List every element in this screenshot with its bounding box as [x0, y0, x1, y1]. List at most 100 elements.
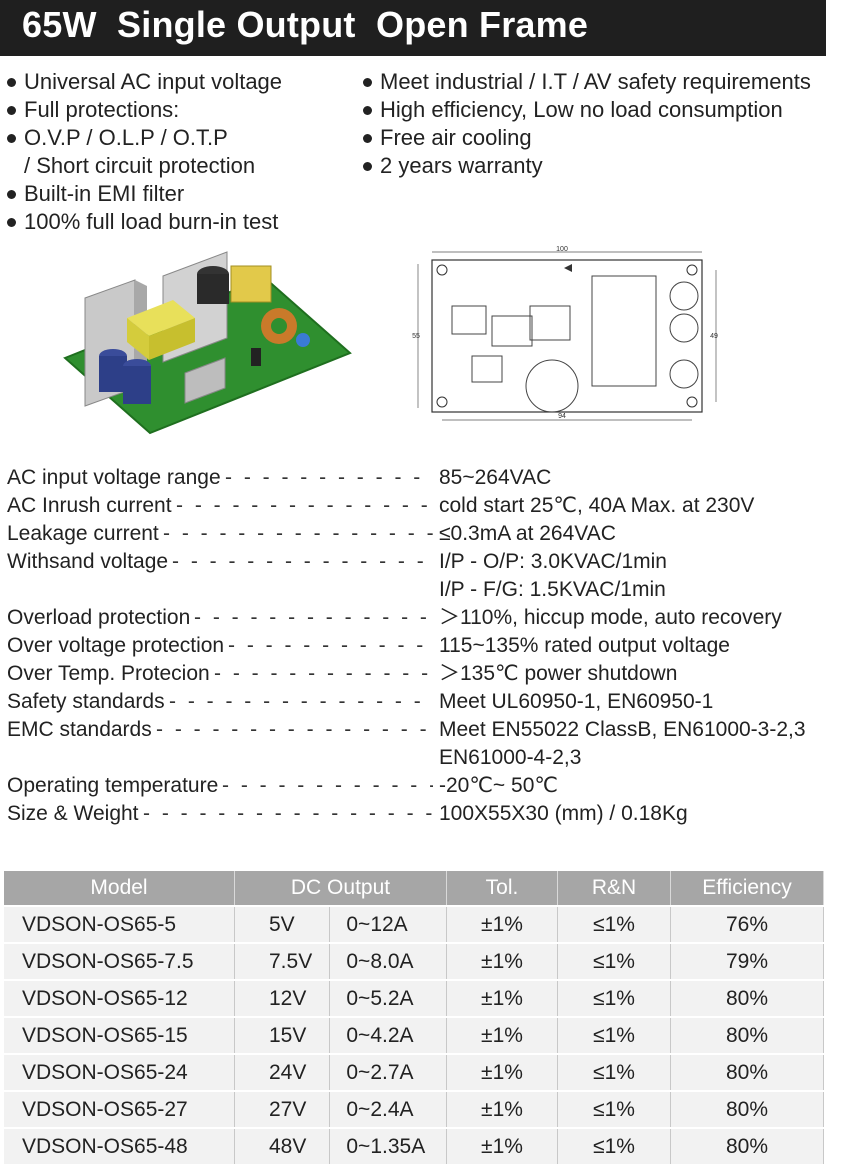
feature-text: High efficiency, Low no load consumption: [380, 97, 783, 122]
feature-text: Meet industrial / I.T / AV safety requir…: [380, 69, 811, 94]
leader-dots: - - - - - - - - - - - - - - - - - - - - …: [172, 550, 433, 573]
spec-value: cold start 25℃, 40A Max. at 230V: [439, 494, 755, 517]
spec-row: Size & Weight- - - - - - - - - - - - - -…: [7, 800, 827, 828]
spec-label: AC input voltage range: [7, 466, 221, 489]
feature-item: / Short circuit protection: [6, 152, 356, 180]
feature-list-right: Meet industrial / I.T / AV safety requir…: [362, 68, 832, 180]
cell-tolerance: ±1%: [446, 942, 558, 980]
cell-voltage: 24V: [234, 1053, 331, 1091]
header-model: Model: [4, 871, 235, 906]
spec-row: Over Temp. Protecion- - - - - - - - - - …: [7, 660, 827, 688]
spec-label: Over Temp. Protecion: [7, 662, 210, 685]
spec-label: Over voltage protection: [7, 634, 225, 657]
feature-item: Universal AC input voltage: [6, 68, 356, 96]
cell-voltage: 7.5V: [234, 942, 331, 980]
bullet-icon: [363, 162, 372, 171]
leader-dots: - - - - - - - - - - - - - - - - - - - - …: [194, 606, 433, 629]
leader-dots: - - - - - - - - - - - - - - - - - - - - …: [228, 634, 433, 657]
feature-text: O.V.P / O.L.P / O.T.P: [24, 125, 228, 150]
spec-value: ＞110%, hiccup mode, auto recovery: [439, 606, 782, 629]
cell-tolerance: ±1%: [446, 1016, 558, 1054]
feature-item: Full protections:: [6, 96, 356, 124]
cell-voltage: 15V: [234, 1016, 331, 1054]
feature-item: Meet industrial / I.T / AV safety requir…: [362, 68, 832, 96]
cell-tolerance: ±1%: [446, 1090, 558, 1128]
cell-tolerance: ±1%: [446, 979, 558, 1017]
spec-row: Overload protection- - - - - - - - - - -…: [7, 604, 827, 632]
cell-current: 0~4.2A: [329, 1016, 447, 1054]
spec-label: Overload protection: [7, 606, 191, 629]
feature-text: Full protections:: [24, 97, 180, 122]
bullet-icon: [7, 190, 16, 199]
cell-tolerance: ±1%: [446, 1053, 558, 1091]
feature-item: High efficiency, Low no load consumption: [362, 96, 832, 124]
leader-dots: - - - - - - - - - - - - - - - - - - - - …: [214, 662, 433, 685]
spec-label: Operating temperature: [7, 774, 219, 797]
bullet-icon: [7, 78, 16, 87]
feature-text: Free air cooling: [380, 125, 532, 150]
cell-ripple-noise: ≤1%: [557, 942, 671, 980]
cell-model: VDSON-OS65-27: [4, 1090, 235, 1128]
title-bar: 65W Single Output Open Frame: [0, 0, 826, 56]
spec-value: ＞135℃ power shutdown: [439, 662, 678, 685]
model-table: Model DC Output Tol. R&N Efficiency VDSO…: [4, 871, 824, 1164]
feature-text: 100% full load burn-in test: [24, 209, 279, 234]
cell-ripple-noise: ≤1%: [557, 1127, 671, 1164]
header-dc-output: DC Output: [234, 871, 447, 906]
bullet-icon: [363, 106, 372, 115]
cell-efficiency: 79%: [670, 942, 824, 980]
bullet-icon: [363, 78, 372, 87]
spec-value: I/P - F/G: 1.5KVAC/1min: [439, 578, 666, 601]
header-efficiency: Efficiency: [670, 871, 824, 906]
cell-efficiency: 80%: [670, 979, 824, 1017]
specifications-list: AC input voltage range - - - - - - - - - …: [7, 464, 827, 828]
dim-bottom: 94: [558, 413, 566, 420]
leader-dots: - - - - - - - - - - - - - - - - - - - - …: [143, 802, 433, 825]
header-tol: Tol.: [446, 871, 558, 906]
cell-model: VDSON-OS65-5: [4, 905, 235, 943]
spec-row: I/P - F/G: 1.5KVAC/1min: [7, 576, 827, 604]
cell-model: VDSON-OS65-15: [4, 1016, 235, 1054]
cell-current: 0~8.0A: [329, 942, 447, 980]
cell-current: 0~2.7A: [329, 1053, 447, 1091]
cell-tolerance: ±1%: [446, 1127, 558, 1164]
spec-value: ≤0.3mA at 264VAC: [439, 522, 616, 545]
page-title: 65W Single Output Open Frame: [22, 4, 589, 45]
leader-dots: - - - - - - - - - - - - - - - - - - - - …: [156, 718, 433, 741]
feature-text: Universal AC input voltage: [24, 69, 283, 94]
bullet-icon: [7, 218, 16, 227]
cell-efficiency: 80%: [670, 1090, 824, 1128]
cell-model: VDSON-OS65-7.5: [4, 942, 235, 980]
feature-item: O.V.P / O.L.P / O.T.P: [6, 124, 356, 152]
cell-model: VDSON-OS65-24: [4, 1053, 235, 1091]
spec-row: AC input voltage range- - - - - - - - - …: [7, 464, 827, 492]
spec-row: EMC standards- - - - - - - - - - - - - -…: [7, 716, 827, 744]
spec-label: Safety standards: [7, 690, 165, 713]
spec-value: Meet EN55022 ClassB, EN61000-3-2,3: [439, 718, 806, 741]
cell-efficiency: 80%: [670, 1053, 824, 1091]
cell-current: 0~2.4A: [329, 1090, 447, 1128]
spec-label: Size & Weight: [7, 802, 139, 825]
bullet-icon: [7, 106, 16, 115]
leader-dots: - - - - - - - - - - - - - - - - - - - - …: [176, 494, 433, 517]
dim-top: 100: [556, 246, 568, 253]
table-header-row: Model DC Output Tol. R&N Efficiency: [4, 871, 824, 906]
feature-item: 100% full load burn-in test: [6, 208, 356, 236]
cell-model: VDSON-OS65-12: [4, 979, 235, 1017]
cell-tolerance: ±1%: [446, 905, 558, 943]
leader-dots: - - - - - - - - - - - - - - - - - - - - …: [163, 522, 433, 545]
cell-ripple-noise: ≤1%: [557, 1016, 671, 1054]
spec-value: I/P - O/P: 3.0KVAC/1min: [439, 550, 667, 573]
cell-ripple-noise: ≤1%: [557, 979, 671, 1017]
feature-text: Built-in EMI filter: [24, 181, 185, 206]
header-rn: R&N: [557, 871, 671, 906]
bullet-icon: [7, 134, 16, 143]
spec-row: Leakage current- - - - - - - - - - - - -…: [7, 520, 827, 548]
spec-value: Meet UL60950-1, EN60950-1: [439, 690, 714, 713]
